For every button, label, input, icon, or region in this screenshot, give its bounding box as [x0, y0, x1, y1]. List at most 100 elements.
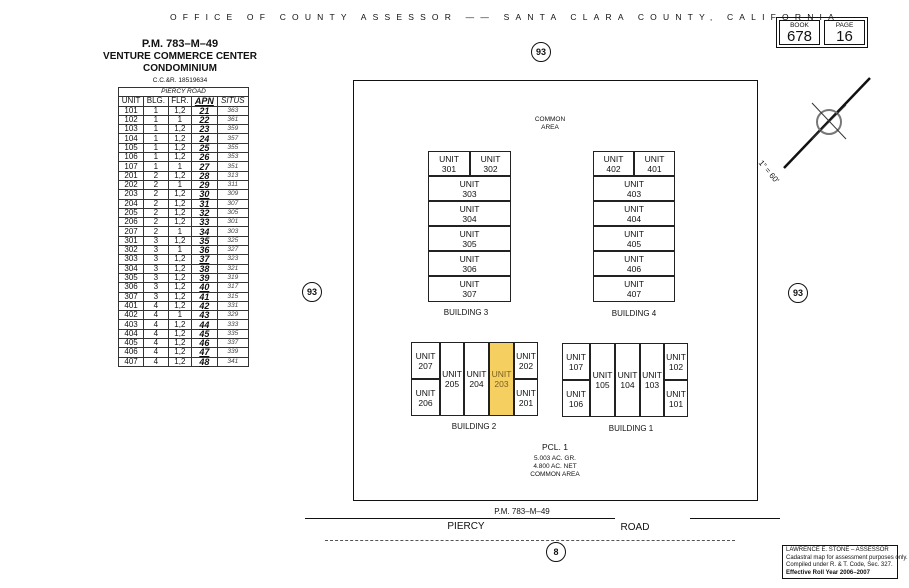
table-cell: 359 [216, 124, 250, 135]
table-cell: 333 [216, 319, 250, 330]
table-cell: 1 [143, 114, 169, 126]
table-cell: 404 [117, 328, 145, 340]
table-cell: 206 [117, 217, 145, 228]
table-cell: 303 [117, 254, 145, 265]
table-cell: 3 [143, 245, 169, 256]
table-cell: 306 [117, 282, 145, 293]
table-cell: 43 [191, 310, 218, 321]
building-4-label: BUILDING 4 [611, 309, 657, 318]
table-cell: 1,2 [167, 254, 193, 265]
title-condo: CONDOMINIUM [143, 63, 217, 74]
road-name-right: ROAD [620, 522, 650, 533]
table-cell: 1,2 [167, 142, 193, 154]
table-cell: 204 [117, 198, 145, 209]
title-pm: P.M. 783–M–49 [141, 38, 219, 50]
table-cell: 27 [191, 161, 218, 172]
table-cell: 1,2 [167, 198, 193, 209]
table-cell: 1,2 [167, 272, 193, 284]
book-label: BOOK [790, 22, 809, 29]
table-cell: 1,2 [167, 291, 193, 302]
table-cell: 339 [216, 347, 250, 358]
assessor-roll-year: Effective Roll Year 2006–2007 [786, 569, 870, 576]
book-ref-west: 93 [302, 282, 322, 302]
road-line-north-east [690, 518, 780, 519]
table-cell: 1 [167, 226, 193, 237]
table-cell: 103 [117, 124, 145, 135]
page-label: PAGE [835, 22, 854, 29]
table-cell: 4 [143, 337, 169, 349]
table-cell: 33 [191, 217, 218, 228]
table-cell: 48 [191, 356, 218, 367]
table-cell: 1 [167, 245, 193, 256]
table-cell: 406 [117, 347, 145, 358]
book-ref-north: 93 [531, 42, 551, 62]
table-cell: 305 [117, 272, 145, 284]
table-cell: 307 [117, 291, 145, 302]
road-name-left: PIERCY [447, 521, 485, 532]
assessor-code: Compiled under R. & T. Code, Sec. 327. [786, 562, 893, 569]
table-cell: 331 [216, 300, 250, 312]
table-cell: 3 [143, 282, 169, 293]
table-cell: 35 [191, 235, 218, 247]
table-cell: 207 [117, 226, 145, 237]
table-cell: 2 [143, 217, 169, 228]
table-cell: 42 [191, 300, 218, 312]
table-cell: 101 [117, 105, 145, 116]
table-cell: 1 [143, 161, 169, 172]
table-cell: 32 [191, 207, 218, 219]
assessor-box: LAWRENCE E. STONE – ASSESSOR Cadastral m… [782, 545, 908, 579]
table-cell: 1,2 [167, 152, 193, 163]
column-header: APN [191, 96, 218, 107]
road-line-north-west [305, 518, 615, 519]
table-cell: 44 [191, 319, 218, 330]
table-cell: 36 [191, 245, 218, 256]
